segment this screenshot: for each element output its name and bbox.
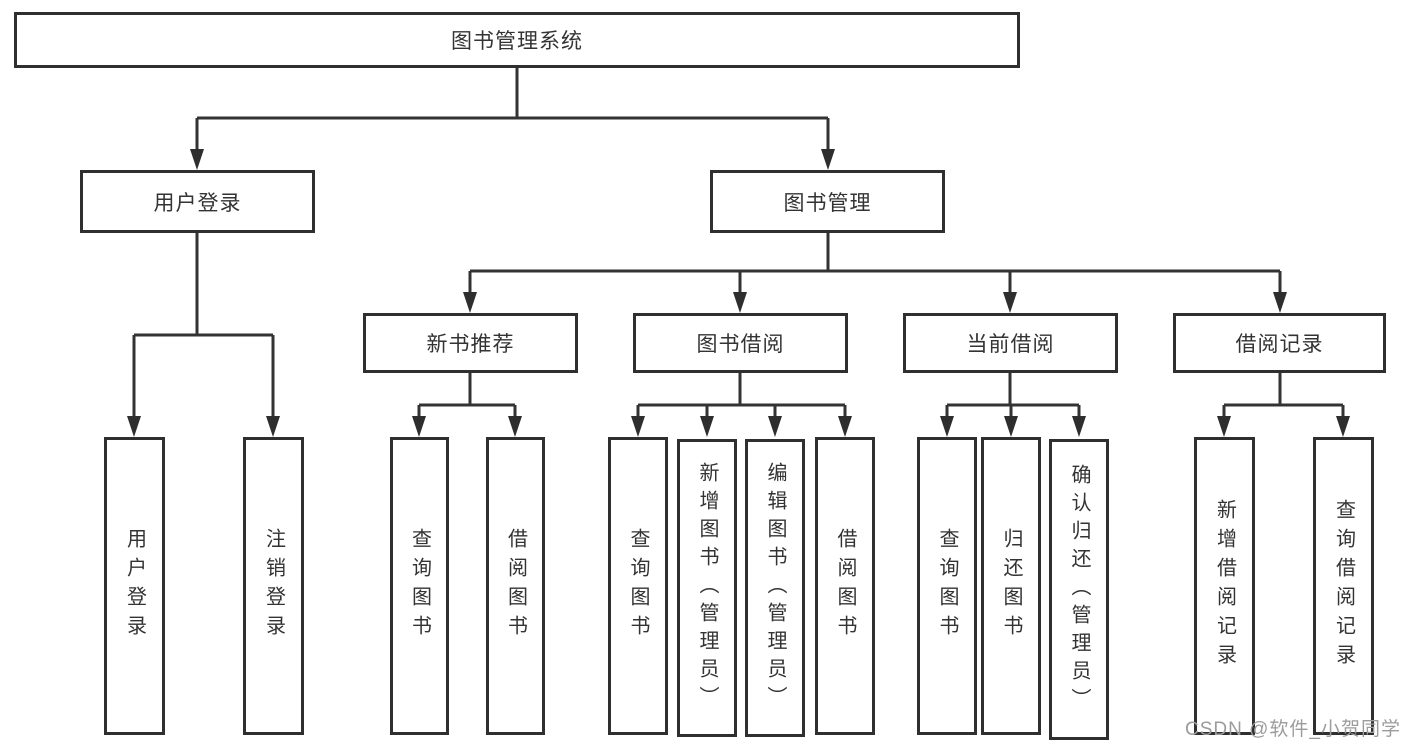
node-label: 借阅记录 <box>1235 333 1324 356</box>
connector-user-login-children <box>132 233 275 420</box>
leaf-query-borrow-record: 查询借阅记录 <box>1313 437 1374 735</box>
csdn-watermark: CSDN @软件_小贺同学 <box>1185 719 1401 740</box>
node-borrowing-records: 借阅记录 <box>1173 313 1386 373</box>
leaf-query-books-current: 查询图书 <box>917 437 977 735</box>
node-current-borrowing: 当前借阅 <box>903 313 1118 373</box>
leaf-confirm-return-admin: 确认归还（管理员） <box>1049 439 1109 740</box>
node-label: 借阅图书 <box>834 528 856 644</box>
connector-book-borrow-children <box>636 373 847 420</box>
connector-root-to-level2 <box>195 68 830 153</box>
node-label: 新增图书（管理员） <box>696 462 718 714</box>
node-new-book-recommendation: 新书推荐 <box>363 313 578 373</box>
leaf-logout: 注销登录 <box>243 437 304 735</box>
node-label: 用户登录 <box>123 528 146 644</box>
node-book-management: 图书管理 <box>710 170 945 233</box>
leaf-user-login: 用户登录 <box>104 437 165 735</box>
node-label: 查询图书 <box>936 528 958 644</box>
node-label: 查询图书 <box>408 528 431 644</box>
connector-book-management-children <box>468 233 1282 296</box>
connector-current-borrow-children <box>945 373 1081 420</box>
arrowheads <box>127 149 1350 437</box>
node-label: 图书借阅 <box>696 333 785 356</box>
node-label: 当前借阅 <box>966 333 1055 356</box>
node-label: 查询借阅记录 <box>1332 499 1355 673</box>
node-label: 借阅图书 <box>504 528 527 644</box>
node-label: 注销登录 <box>262 528 285 644</box>
leaf-return-book: 归还图书 <box>981 437 1041 735</box>
connector-borrow-records-children <box>1222 373 1345 420</box>
node-label: 确认归还（管理员） <box>1068 463 1090 716</box>
node-user-login: 用户登录 <box>80 170 315 233</box>
leaf-add-borrow-record: 新增借阅记录 <box>1194 437 1255 735</box>
leaf-edit-book-admin: 编辑图书（管理员） <box>745 439 805 737</box>
node-label: 查询图书 <box>627 528 649 644</box>
node-book-borrowing: 图书借阅 <box>633 313 848 373</box>
leaf-query-books-recommend: 查询图书 <box>390 437 449 735</box>
node-library-management-system: 图书管理系统 <box>14 12 1020 68</box>
node-label: 编辑图书（管理员） <box>764 462 786 714</box>
leaf-borrow-books-recommend: 借阅图书 <box>486 437 545 735</box>
node-label: 归还图书 <box>1000 528 1022 644</box>
connector-new-book-children <box>417 373 517 420</box>
node-label: 图书管理 <box>783 191 872 215</box>
node-label: 用户登录 <box>153 191 242 215</box>
node-label: 图书管理系统 <box>451 30 583 53</box>
leaf-query-books-borrow: 查询图书 <box>608 437 668 735</box>
node-label: 新书推荐 <box>426 333 515 356</box>
leaf-borrow-book: 借阅图书 <box>815 437 875 735</box>
leaf-add-book-admin: 新增图书（管理员） <box>677 439 737 737</box>
node-label: 新增借阅记录 <box>1213 499 1236 673</box>
